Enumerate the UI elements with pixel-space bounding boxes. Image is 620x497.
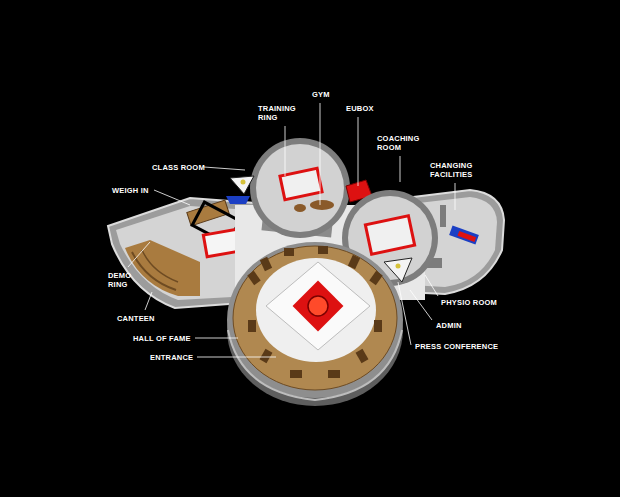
room-label: WEIGH IN bbox=[112, 186, 149, 195]
room-label: DEMO RING bbox=[108, 271, 140, 290]
room-label: COACHING ROOM bbox=[377, 134, 427, 153]
room-label: ADMIN bbox=[436, 321, 462, 330]
room-label: PHYSIO ROOM bbox=[441, 298, 497, 307]
room-label: CANTEEN bbox=[117, 314, 155, 323]
room-label: HALL OF FAME bbox=[133, 334, 191, 343]
room-label: EUBOX bbox=[346, 104, 374, 113]
room-label: GYM bbox=[312, 90, 330, 99]
room-label: TRAINING RING bbox=[258, 104, 308, 123]
leader-lines bbox=[128, 103, 455, 357]
room-label: ENTRANCE bbox=[150, 353, 193, 362]
room-label: CHANGING FACILITIES bbox=[430, 161, 482, 180]
room-label: PRESS CONFERENCE bbox=[415, 342, 498, 351]
room-label: CLASS ROOM bbox=[152, 163, 205, 172]
